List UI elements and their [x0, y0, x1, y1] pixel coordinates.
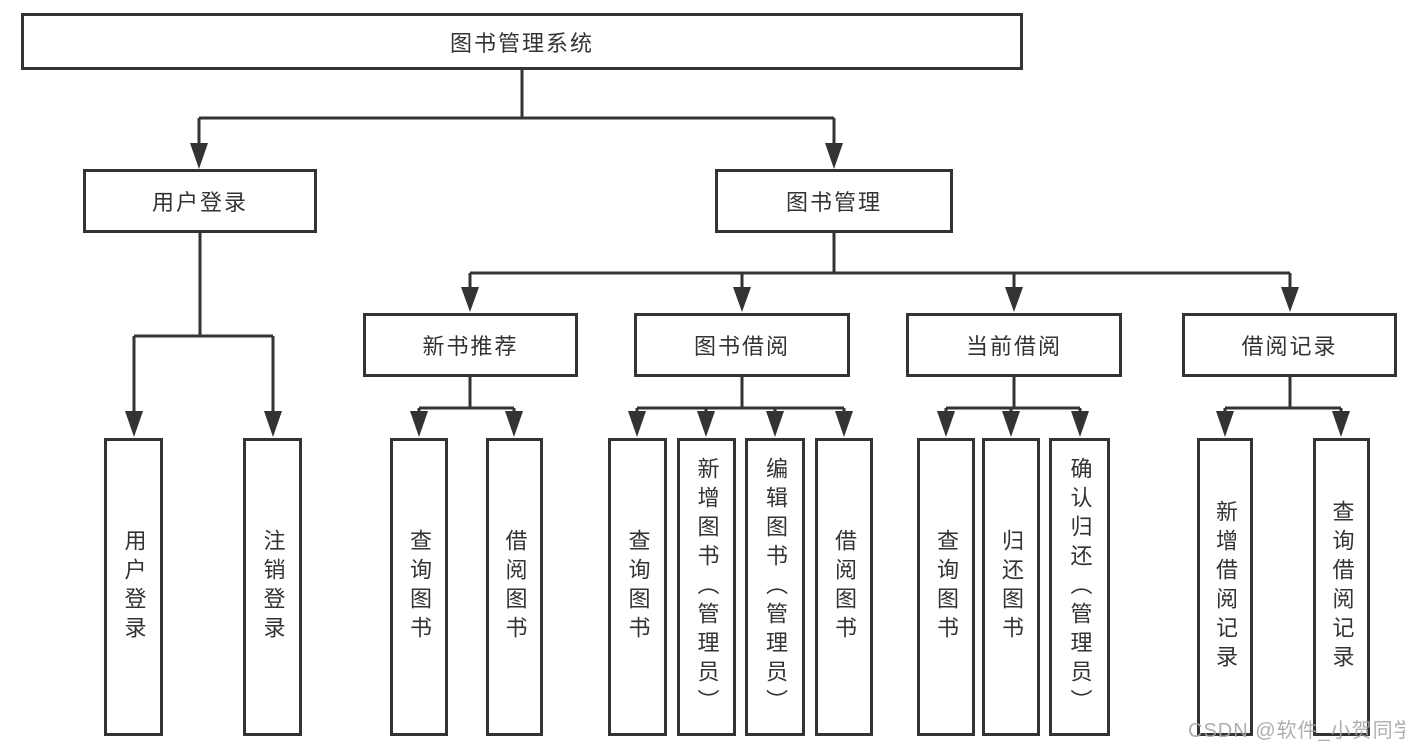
- leaf-borrow-books-recommend: 借阅图书: [486, 438, 543, 736]
- node-book-borrow: 图书借阅: [634, 313, 850, 377]
- leaf-borrow-books: 借阅图书: [815, 438, 873, 736]
- leaf-confirm-return-admin: 确认归还（管理员）: [1049, 438, 1110, 736]
- node-root-library-system: 图书管理系统: [21, 13, 1023, 70]
- node-borrow-records: 借阅记录: [1182, 313, 1397, 377]
- leaf-add-books-admin: 新增图书（管理员）: [677, 438, 736, 736]
- arrowhead-icons: [125, 143, 1350, 437]
- node-new-book-recommend: 新书推荐: [363, 313, 578, 377]
- leaf-edit-books-admin: 编辑图书（管理员）: [745, 438, 805, 736]
- leaf-query-books-recommend: 查询图书: [390, 438, 448, 736]
- leaf-query-books-borrow: 查询图书: [608, 438, 667, 736]
- csdn-watermark: CSDN @软件_小贺同学: [1188, 720, 1405, 742]
- leaf-query-borrow-record: 查询借阅记录: [1313, 438, 1370, 736]
- leaf-add-borrow-record: 新增借阅记录: [1197, 438, 1253, 736]
- node-book-management: 图书管理: [715, 169, 953, 233]
- node-user-login: 用户登录: [83, 169, 317, 233]
- leaf-return-books: 归还图书: [982, 438, 1040, 736]
- node-current-borrow: 当前借阅: [906, 313, 1122, 377]
- leaf-user-login: 用户登录: [104, 438, 163, 736]
- leaf-query-books-current: 查询图书: [917, 438, 975, 736]
- leaf-logout: 注销登录: [243, 438, 302, 736]
